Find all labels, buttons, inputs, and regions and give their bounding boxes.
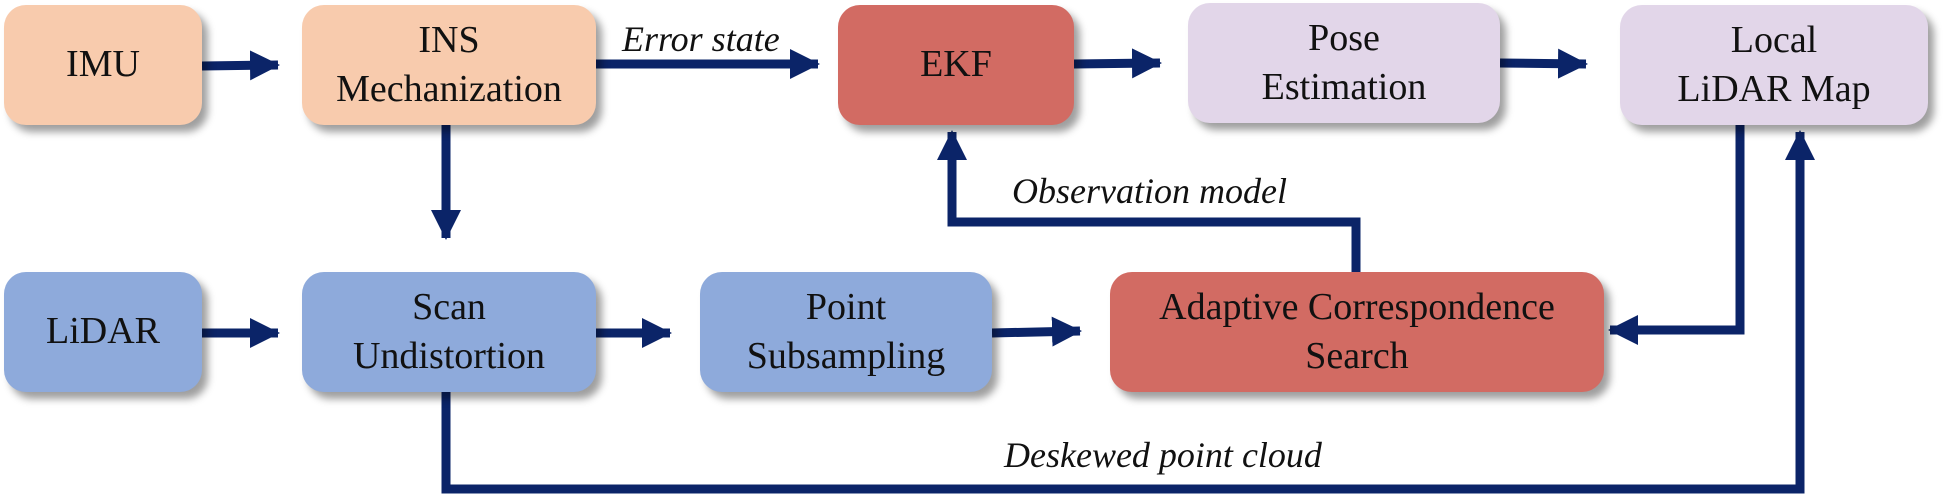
arrow-pose-to-map [1499, 48, 1588, 79]
scan-label-line2: Undistortion [352, 335, 546, 377]
observation-model-label: Observation model [1012, 171, 1287, 211]
arrow-subsample-to-acs [991, 316, 1082, 347]
ekf-node: EKF [838, 5, 1074, 125]
ekf-label: EKF [920, 43, 992, 86]
map-label-line2: LiDAR Map [1677, 68, 1871, 110]
ins-mechanization-node: INS Mechanization [302, 5, 596, 125]
ins-label-line2: Mechanization [336, 68, 562, 110]
map-label-line1: Local [1730, 18, 1818, 61]
arrow-imu-to-ins [201, 50, 280, 81]
subsample-label-line2: Subsampling [746, 335, 946, 377]
acs-label-line2: Search [1305, 335, 1409, 377]
imu-node: IMU [4, 5, 202, 125]
pose-label-line1: Pose [1308, 16, 1380, 59]
arrow-map-to-acs [1608, 125, 1745, 345]
error-state-label: Error state [622, 19, 780, 59]
arrow-scan-to-map-deskewed [441, 130, 1815, 494]
subsample-label-line1: Point [805, 285, 887, 328]
scan-undistortion-node: Scan Undistortion [302, 272, 596, 392]
pose-label-line2: Estimation [1261, 66, 1427, 108]
arrow-ekf-to-pose [1073, 48, 1162, 79]
local-lidar-map-node: Local LiDAR Map [1620, 5, 1928, 125]
point-subsampling-node: Point Subsampling [700, 272, 992, 392]
ins-label-line1: INS [418, 18, 480, 61]
acs-label-line1: Adaptive Correspondence [1159, 285, 1555, 328]
lidar-node: LiDAR [4, 272, 202, 392]
scan-label-line1: Scan [412, 285, 486, 328]
deskewed-point-cloud-label: Deskewed point cloud [1004, 435, 1322, 475]
lidar-label: LiDAR [46, 310, 160, 353]
imu-label: IMU [66, 43, 140, 86]
pose-estimation-node: Pose Estimation [1188, 3, 1500, 123]
adaptive-correspondence-search-node: Adaptive Correspondence Search [1110, 272, 1604, 392]
arrow-acs-to-ekf [937, 130, 1361, 272]
